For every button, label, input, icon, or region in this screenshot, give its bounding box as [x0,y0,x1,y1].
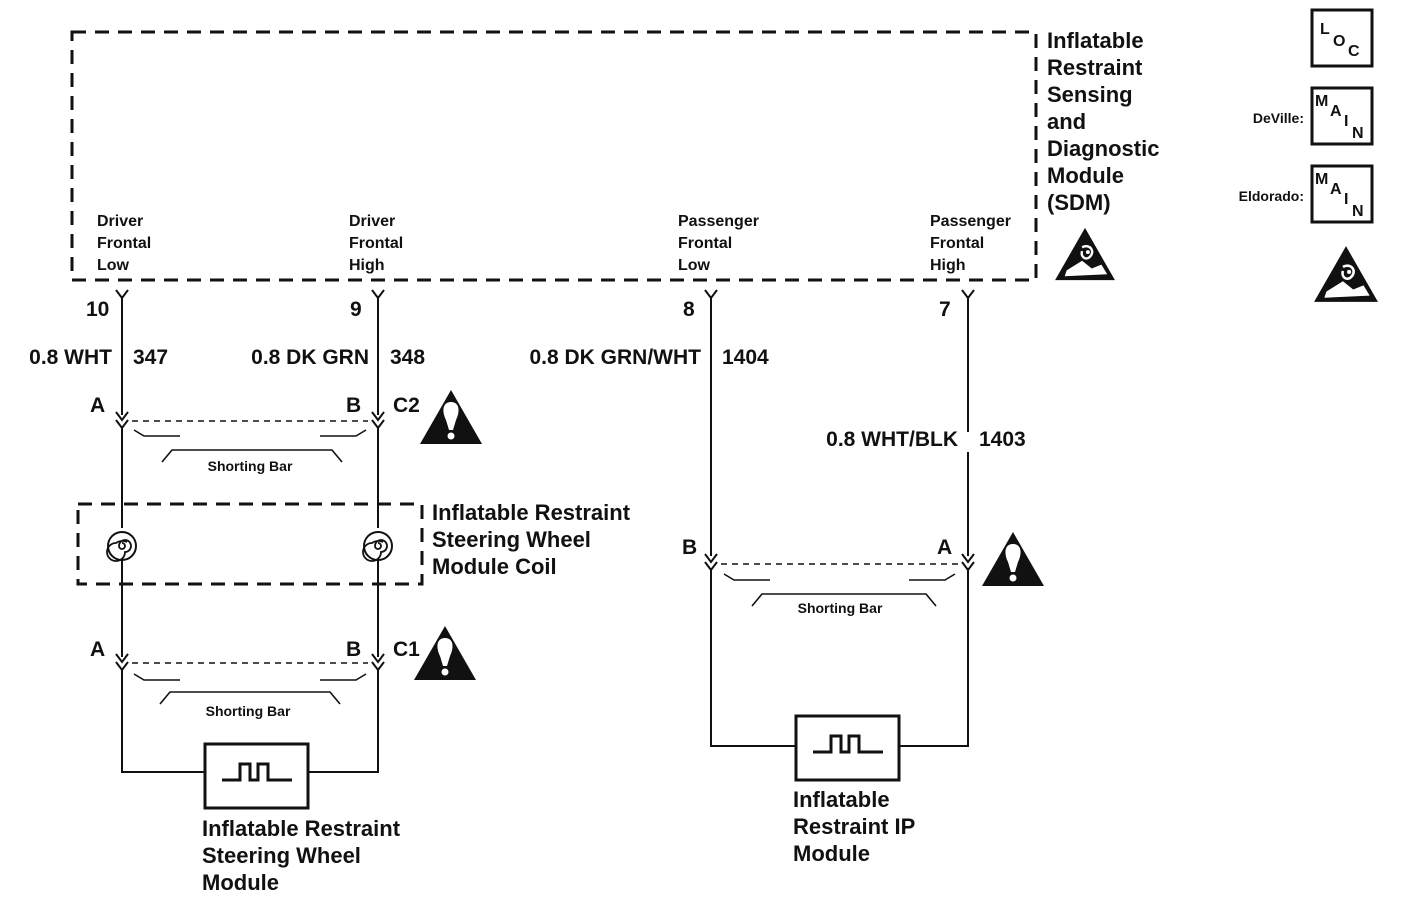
sdm-title-line: Sensing [1047,82,1133,107]
main-letter: I [1344,113,1348,130]
wire-color-1403: 0.8 WHT/BLK [826,428,958,451]
ip-module-label-line: Restraint IP [793,814,915,839]
ip-connector-pin-b-label: B [682,536,697,559]
sdm-title-line: Diagnostic [1047,136,1159,161]
steering-wheel-module-label-line: Steering Wheel [202,843,361,868]
c2-shorting-bar-label: Shorting Bar [208,458,293,474]
module-coil-label-line: Inflatable Restraint [432,500,631,525]
pin-name-passenger-low: Passenger Frontal Low [678,213,759,274]
wire-color-1404: 0.8 DK GRN/WHT [529,346,701,369]
module-coil-label: Inflatable Restraint Steering Wheel Modu… [432,500,631,579]
c2-shorting-bar: Shorting Bar [132,420,368,474]
eldorado-main-symbol: M A I N [1310,164,1374,224]
circuit-number-1403: 1403 [979,428,1026,451]
sdm-title: Inflatable Restraint Sensing and Diagnos… [1047,28,1159,215]
wire-color-348: 0.8 DK GRN [251,346,369,369]
steering-wheel-module-label: Inflatable Restraint Steering Wheel Modu… [202,816,401,895]
eldorado-label: Eldorado: [1239,188,1304,204]
pin-name-line: High [349,257,385,274]
pin-number-10: 10 [86,298,109,321]
ip-connector-pin-a-label: A [937,536,952,559]
ip-shorting-bar-label: Shorting Bar [798,600,883,616]
ip-shorting-bar: Shorting Bar [721,563,958,616]
module-coil-box [76,502,424,586]
sdm-title-line: and [1047,109,1086,134]
main-letter: M [1315,171,1328,188]
sdm-title-line: Module [1047,163,1124,188]
main-letter: M [1315,93,1328,110]
pin-name-line: Frontal [930,235,984,252]
pin-name-passenger-high: Passenger Frontal High [930,213,1011,274]
c1-shorting-bar: Shorting Bar [132,662,368,719]
driver-wires [115,296,385,773]
c1-warning-icon [414,626,476,680]
loc-symbol: L O C [1310,8,1374,68]
passenger-wires [704,296,975,747]
circuit-number-348: 348 [390,346,425,369]
sdm-title-line: Restraint [1047,55,1143,80]
pin-name-line: Low [97,257,130,274]
esd-warning-icon [1053,226,1117,282]
pin-name-driver-high: Driver Frontal High [349,213,403,274]
coil-left-icon [106,531,137,562]
ip-module-label-line: Module [793,841,870,866]
ip-connector-warning-icon [982,532,1044,586]
pin-number-9: 9 [350,298,362,321]
sdm-title-line: Inflatable [1047,28,1144,53]
deville-label: DeVille: [1253,110,1304,126]
main-letter: N [1352,125,1364,142]
pin-name-line: Driver [349,213,395,230]
module-coil-label-line: Steering Wheel [432,527,591,552]
steering-wheel-module-label-line: Inflatable Restraint [202,816,401,841]
coil-right-icon [362,531,393,562]
ip-module-label: Inflatable Restraint IP Module [793,787,915,866]
pin-name-line: Passenger [678,213,759,230]
c1-connector-label: C1 [393,638,420,661]
pin-name-line: Passenger [930,213,1011,230]
ip-module-label-line: Inflatable [793,787,890,812]
sdm-terminals [115,289,975,300]
steering-wheel-module-label-line: Module [202,870,279,895]
sdm-title-line: (SDM) [1047,190,1111,215]
pin-name-line: Frontal [97,235,151,252]
main-letter: N [1352,203,1364,220]
circuit-number-347: 347 [133,346,168,369]
c1-shorting-bar-label: Shorting Bar [206,703,291,719]
legend-esd-icon [1312,244,1380,304]
sdm-module-box [70,30,1038,282]
deville-main-symbol: M A I N [1310,86,1374,146]
loc-letter: L [1320,21,1330,38]
circuit-number-1404: 1404 [722,346,769,369]
wire-color-347: 0.8 WHT [29,346,112,369]
main-letter: A [1330,181,1342,198]
pin-number-8: 8 [683,298,695,321]
loc-letter: O [1333,33,1345,50]
pin-name-line: Frontal [678,235,732,252]
pin-name-driver-low: Driver Frontal Low [97,213,151,274]
c2-pin-a-label: A [90,394,105,417]
pin-name-line: Driver [97,213,143,230]
pin-name-line: Low [678,257,711,274]
module-coil-label-line: Module Coil [432,554,557,579]
c2-connector-label: C2 [393,394,420,417]
c1-pin-a-label: A [90,638,105,661]
c2-warning-icon [420,390,482,444]
pin-name-line: Frontal [349,235,403,252]
c1-pin-b-label: B [346,638,361,661]
pin-name-line: High [930,257,966,274]
main-letter: I [1344,191,1348,208]
loc-letter: C [1348,43,1360,60]
pin-number-7: 7 [939,298,951,321]
main-letter: A [1330,103,1342,120]
c2-pin-b-label: B [346,394,361,417]
